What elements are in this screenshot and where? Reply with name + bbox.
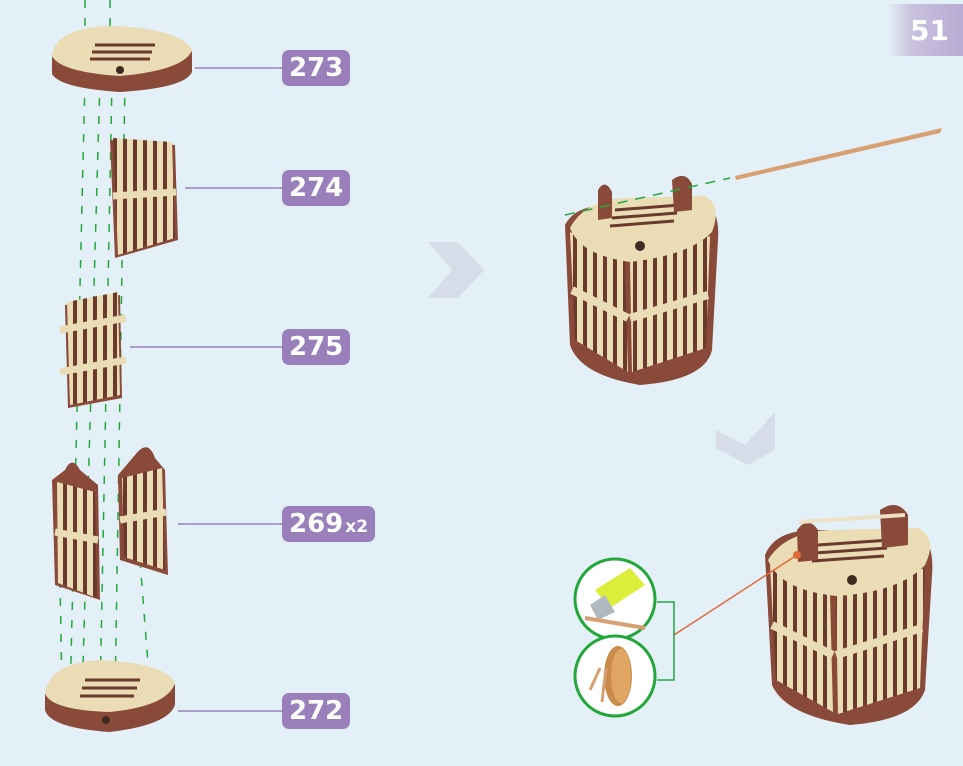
part-272-base-plate (45, 660, 175, 732)
part-quantity: x2 (345, 517, 368, 537)
cutter-detail-circle (575, 559, 655, 639)
part-number: 272 (289, 696, 343, 726)
part-269-panel-right (118, 447, 168, 575)
finished-lantern (765, 505, 932, 725)
part-label-275: 275 (282, 329, 350, 365)
part-274-side-panel (110, 138, 178, 258)
part-label-273: 273 (282, 50, 350, 86)
part-label-274: 274 (282, 170, 350, 206)
part-275-lattice-panel (60, 292, 126, 408)
part-number: 269 (289, 509, 343, 539)
next-step-arrow-icon (428, 242, 484, 298)
cut-pin-detail-circle (575, 636, 655, 716)
part-number: 274 (289, 173, 343, 203)
part-label-272: 272 (282, 693, 350, 729)
part-273-top-plate (52, 26, 192, 92)
part-number: 275 (289, 332, 343, 362)
part-number: 273 (289, 53, 343, 83)
assembled-lantern-with-pin (565, 128, 942, 385)
page-number: 51 (887, 4, 963, 56)
part-269-panel-left (52, 463, 100, 601)
down-step-arrow-icon (716, 412, 775, 465)
